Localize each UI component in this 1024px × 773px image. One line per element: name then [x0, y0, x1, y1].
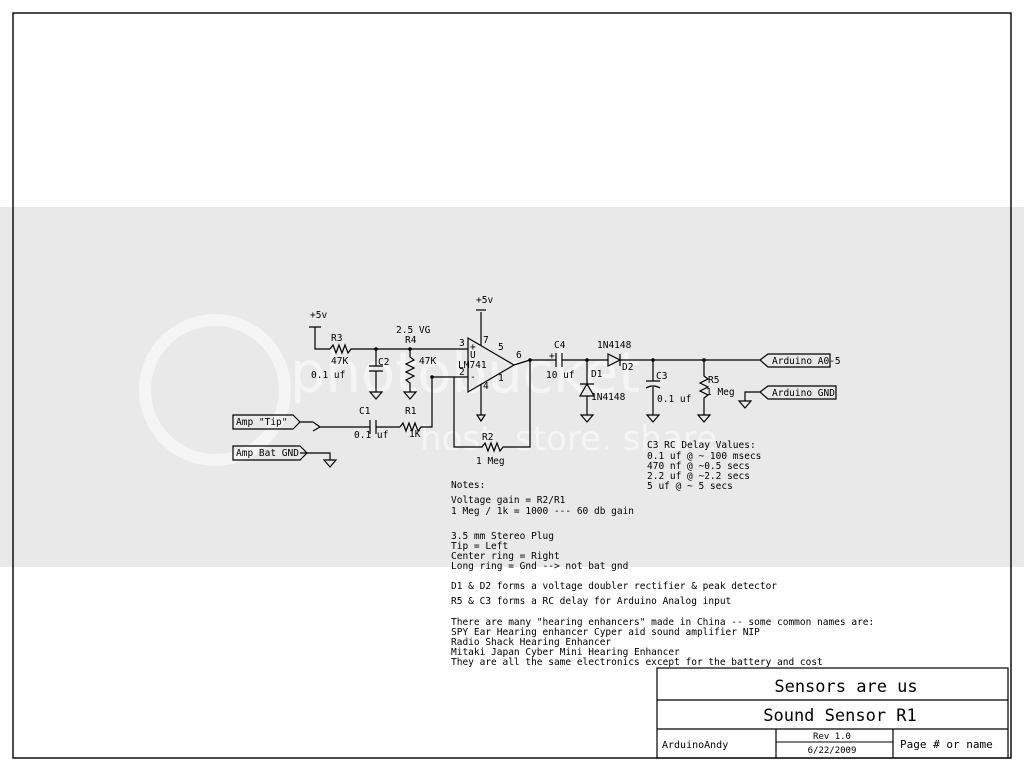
title-block-company: Sensors are us	[774, 677, 917, 697]
notes-gain-2: 1 Meg / 1k = 1000 --- 60 db gain	[451, 506, 634, 517]
schematic-wires	[300, 309, 760, 468]
opamp-pin6: 6	[516, 350, 522, 361]
amp-tip-connector	[232, 414, 301, 430]
r3-ref: R3	[331, 333, 342, 344]
notes-plug-2: Tip = Left	[451, 541, 508, 552]
notes-gain-1: Voltage gain = R2/R1	[451, 495, 566, 506]
notes-plug-3: Center ring = Right	[451, 551, 560, 562]
watermark-band	[0, 207, 1024, 567]
c4-plus: +	[549, 351, 555, 362]
notes-china-line: They are all the same electronics except…	[451, 657, 823, 668]
notes-china-line: Mitaki Japan Cyber Mini Hearing Enhancer	[451, 647, 680, 658]
arduino-gnd-connector	[759, 385, 837, 400]
vg-label: 2.5 VG	[396, 325, 431, 336]
amp-gnd-label: Amp Bat GND	[236, 448, 299, 459]
r2-ref: R2	[482, 432, 493, 443]
notes-plug-1: 3.5 mm Stereo Plug	[451, 531, 554, 542]
rc-delay-line: 0.1 uf @ ~ 100 msecs	[647, 451, 761, 462]
title-block-date: 6/22/2009	[808, 746, 857, 756]
arduino-gnd-label: Arduino GND	[772, 388, 835, 399]
r1-ref: R1	[405, 406, 417, 417]
c4-value: 10 uf	[546, 370, 575, 381]
opamp-vcc-label: +5v	[476, 295, 493, 306]
r4-ref: R4	[405, 335, 417, 346]
rc-delay-title: C3 RC Delay Values:	[647, 440, 756, 451]
r5-value: 1 Meg	[706, 387, 735, 398]
opamp-part: LM741	[458, 360, 487, 371]
d1-ref: D1	[591, 369, 603, 380]
d2-ref: D2	[622, 362, 633, 373]
r1-value: 1K	[409, 429, 421, 440]
opamp-minus: -	[470, 372, 476, 383]
c2-ref: C2	[378, 357, 389, 368]
notes-china-line: SPY Ear Hearing enhancer Cyper aid sound…	[451, 627, 760, 638]
opamp-pin2: 2	[459, 367, 465, 378]
r2-value: 1 Meg	[476, 456, 505, 467]
r4-value: 47K	[419, 356, 436, 367]
c1-value: 0.1 uf	[354, 430, 388, 441]
c3-value: 0.1 uf	[657, 394, 691, 405]
amp-tip-label: Amp "Tip"	[236, 417, 287, 428]
opamp-pin1: 1	[498, 373, 504, 384]
title-block-page: Page # or name	[900, 738, 993, 751]
rc-delay-line: 470 nf @ ~0.5 secs	[647, 461, 750, 472]
opamp-plus: +	[470, 342, 476, 353]
title-block: Sensors are us Sound Sensor R1 ArduinoAn…	[656, 667, 1009, 759]
watermark-sub: host. store. share.	[420, 419, 728, 459]
notes-plug-4: Long ring = Gnd --> not bat gnd	[451, 561, 628, 572]
notes-china-line: Radio Shack Hearing Enhancer	[451, 637, 611, 648]
c4-ref: C4	[554, 340, 566, 351]
arduino-a0-connector	[759, 353, 831, 368]
watermark: photobucket host. store. share.	[139, 314, 728, 466]
c1-ref: C1	[359, 406, 371, 417]
opamp-pin3: 3	[459, 338, 465, 349]
opamp-pin4: 4	[483, 381, 489, 392]
amp-gnd-connector	[232, 445, 308, 461]
r5-ref: R5	[708, 375, 719, 386]
notes-d1d2: D1 & D2 forms a voltage doubler rectifie…	[451, 581, 777, 592]
notes-r5c3: R5 & C3 forms a RC delay for Arduino Ana…	[451, 596, 731, 607]
vcc-left-label: +5v	[310, 310, 327, 321]
d2-part: 1N4148	[597, 340, 632, 351]
rc-delay-line: 2.2 uf @ ~2.2 secs	[647, 471, 750, 482]
notes-title: Notes:	[451, 480, 485, 491]
opamp-pin7: 7	[483, 335, 489, 346]
title-block-rev: Rev 1.0	[813, 732, 851, 742]
c3-ref: C3	[656, 371, 667, 382]
c2-value: 0.1 uf	[311, 370, 345, 381]
title-block-author: ArduinoAndy	[662, 740, 728, 751]
sheet-border	[12, 12, 1012, 759]
rc-delay-line: 5 uf @ ~ 5 secs	[647, 481, 733, 492]
title-block-title: Sound Sensor R1	[763, 706, 917, 726]
arduino-a0-label: Arduino A0-5	[772, 356, 841, 367]
watermark-logo-icon	[139, 314, 291, 466]
opamp-pin5: 5	[498, 342, 504, 353]
notes-china-line: There are many "hearing enhancers" made …	[451, 617, 874, 628]
opamp-u: U	[470, 350, 476, 361]
d1-part: 1N4148	[591, 392, 626, 403]
r3-value: 47K	[331, 356, 348, 367]
